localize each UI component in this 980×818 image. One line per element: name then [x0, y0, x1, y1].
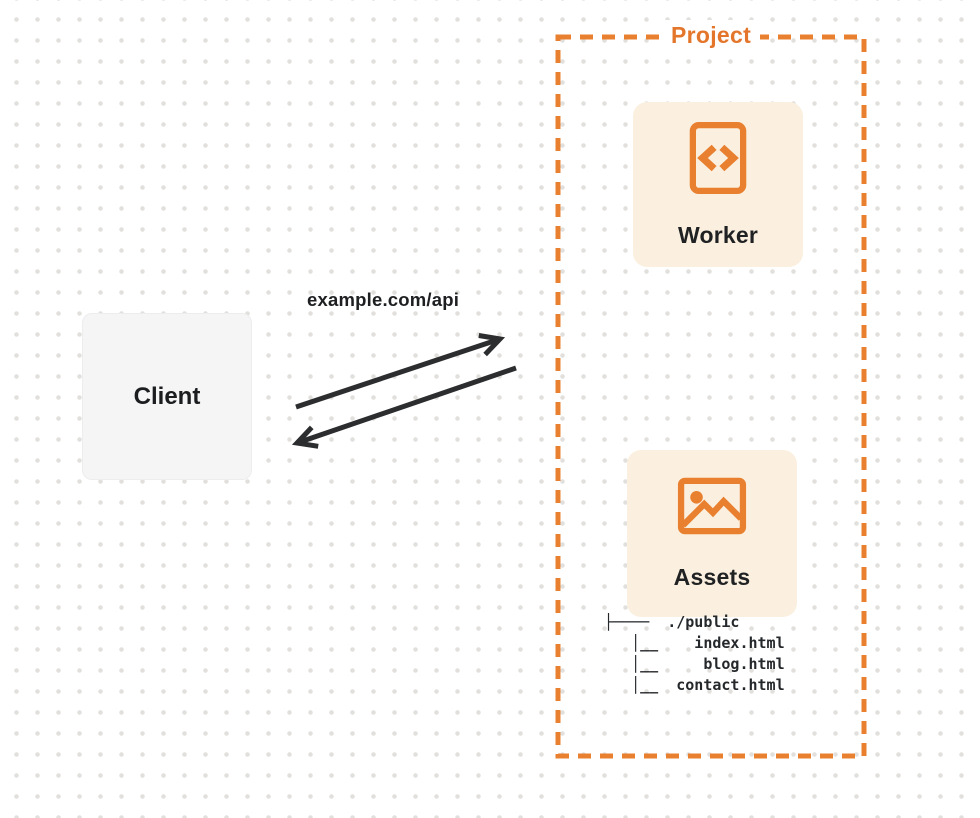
request-arrow: [295, 333, 506, 410]
worker-node: Worker: [633, 102, 803, 267]
assets-node: Assets: [627, 450, 797, 617]
code-file-icon: [689, 121, 747, 200]
project-group-title-text: Project: [661, 20, 761, 50]
project-group-title: Project: [556, 20, 866, 50]
assets-file-tree: ├──── ./public │__ index.html │__ blog.h…: [604, 613, 785, 694]
assets-node-label: Assets: [673, 563, 751, 590]
client-node: Client: [82, 313, 252, 480]
response-arrow: [291, 365, 517, 449]
project-boundary: [555, 34, 867, 759]
image-icon: [677, 477, 747, 540]
client-node-label: Client: [133, 382, 201, 410]
request-url-label: example.com/api: [307, 289, 460, 310]
worker-node-label: Worker: [677, 221, 759, 248]
